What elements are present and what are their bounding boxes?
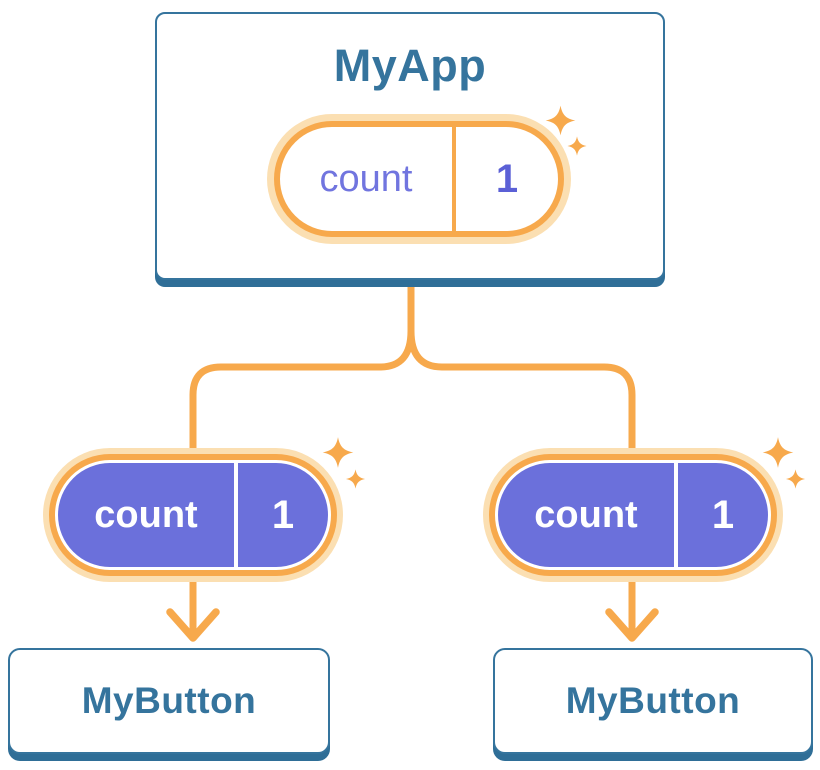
sparkle-icon <box>567 136 587 156</box>
sparkle-icon <box>322 437 354 468</box>
sparkle-icon <box>762 437 794 468</box>
state-pill-glow: count 1 <box>43 448 343 582</box>
state-pill-child-right: count 1 <box>483 448 783 582</box>
myapp-card: MyApp count 1 <box>155 12 665 280</box>
sparkle-icon <box>785 469 806 489</box>
arrowhead-right-icon <box>605 608 659 642</box>
mybutton-title: MyButton <box>81 680 257 721</box>
state-value: 1 <box>495 156 519 201</box>
state-pill-parent: count 1 <box>267 114 571 244</box>
state-value: 1 <box>238 463 328 567</box>
arrowhead-left-icon <box>166 608 220 642</box>
edge-right <box>407 282 636 637</box>
mybutton-card-left: MyButton <box>8 648 330 754</box>
state-pill-child-left: count 1 <box>43 448 343 582</box>
state-pill-glow: count 1 <box>267 114 571 244</box>
pill-divider <box>452 127 456 231</box>
state-label: count <box>58 463 234 567</box>
state-value: 1 <box>678 463 768 567</box>
sparkle-icon <box>345 469 366 489</box>
myapp-title: MyApp <box>333 40 487 91</box>
state-pill-glow: count 1 <box>483 448 783 582</box>
state-label: count <box>498 463 674 567</box>
mybutton-card-right: MyButton <box>493 648 813 754</box>
state-label: count <box>319 157 413 200</box>
mybutton-title: MyButton <box>565 680 741 721</box>
sparkle-icon <box>545 105 576 136</box>
